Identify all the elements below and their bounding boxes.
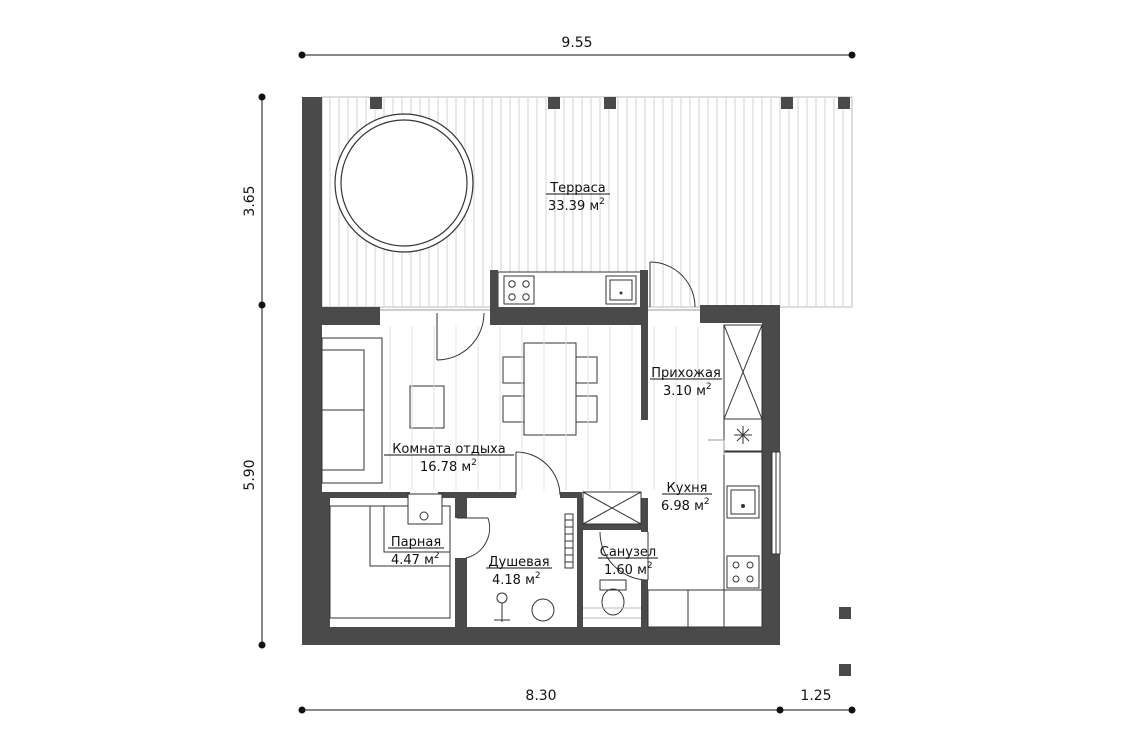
room-label-living: Комната отдыха 16.78 м2 (384, 442, 514, 475)
svg-text:1.60 м2: 1.60 м2 (604, 561, 653, 578)
sauna-interior (329, 493, 451, 619)
terrace-post (781, 97, 793, 109)
room-label-kitchen: Кухня 6.98 м2 (661, 481, 712, 514)
sink-icon (605, 275, 637, 305)
boiler-icon (723, 418, 763, 452)
chair (502, 395, 525, 423)
floor-pattern (389, 326, 699, 490)
kitchen-fixtures (647, 324, 781, 628)
room-label-bathroom: Санузел 1.60 м2 (598, 545, 658, 578)
coffee-table (409, 385, 445, 429)
svg-text:Кухня: Кухня (667, 481, 708, 496)
room-label-terrace: Терраса 33.39 м2 (546, 181, 610, 214)
terrace-post (370, 97, 382, 109)
toilet-icon (601, 588, 625, 616)
living-furniture (321, 337, 598, 484)
svg-text:4.47 м2: 4.47 м2 (391, 551, 440, 568)
dining-table (523, 342, 577, 436)
doors (380, 261, 700, 581)
terrace-post (548, 97, 560, 109)
terrace-post (604, 97, 616, 109)
svg-text:6.98 м2: 6.98 м2 (661, 497, 710, 514)
terrace-post (839, 664, 851, 676)
svg-text:1.25: 1.25 (800, 688, 831, 704)
svg-text:5.90: 5.90 (242, 459, 258, 490)
dimension-left: 3.65 5.90 (242, 93, 266, 649)
kitchen-cooktop-icon (726, 555, 760, 589)
svg-text:Терраса: Терраса (549, 181, 606, 196)
room-label-shower: Душевая 4.18 м2 (486, 555, 552, 588)
svg-text:9.55: 9.55 (561, 35, 592, 51)
terrace-deck (321, 96, 853, 309)
svg-text:33.39 м2: 33.39 м2 (548, 197, 605, 214)
svg-text:8.30: 8.30 (525, 688, 556, 704)
svg-text:Прихожая: Прихожая (651, 366, 721, 381)
cooktop-icon (503, 275, 535, 305)
svg-text:3.10 м2: 3.10 м2 (663, 382, 712, 399)
terrace-post (839, 607, 851, 619)
chair (502, 356, 525, 384)
svg-text:Комната отдыха: Комната отдыха (392, 442, 506, 457)
shower-fixtures (494, 513, 574, 622)
bathroom-fixtures (582, 491, 642, 619)
svg-text:Санузел: Санузел (600, 545, 656, 560)
svg-text:Парная: Парная (391, 535, 441, 550)
dimension-top: 9.55 (298, 35, 856, 59)
terrace-post (838, 97, 850, 109)
walls (302, 97, 780, 645)
terrace-counter (497, 271, 645, 309)
svg-text:Душевая: Душевая (488, 555, 549, 570)
room-label-sauna: Парная 4.47 м2 (388, 535, 444, 568)
chair (575, 356, 598, 384)
svg-text:3.65: 3.65 (242, 185, 258, 216)
hot-tub (334, 113, 474, 253)
dimension-bottom: 8.30 1.25 (298, 688, 856, 714)
room-label-hall: Прихожая 3.10 м2 (650, 366, 722, 399)
svg-text:4.18 м2: 4.18 м2 (492, 571, 541, 588)
svg-text:16.78 м2: 16.78 м2 (420, 458, 477, 475)
kitchen-sink-icon (726, 485, 760, 519)
chair (575, 395, 598, 423)
